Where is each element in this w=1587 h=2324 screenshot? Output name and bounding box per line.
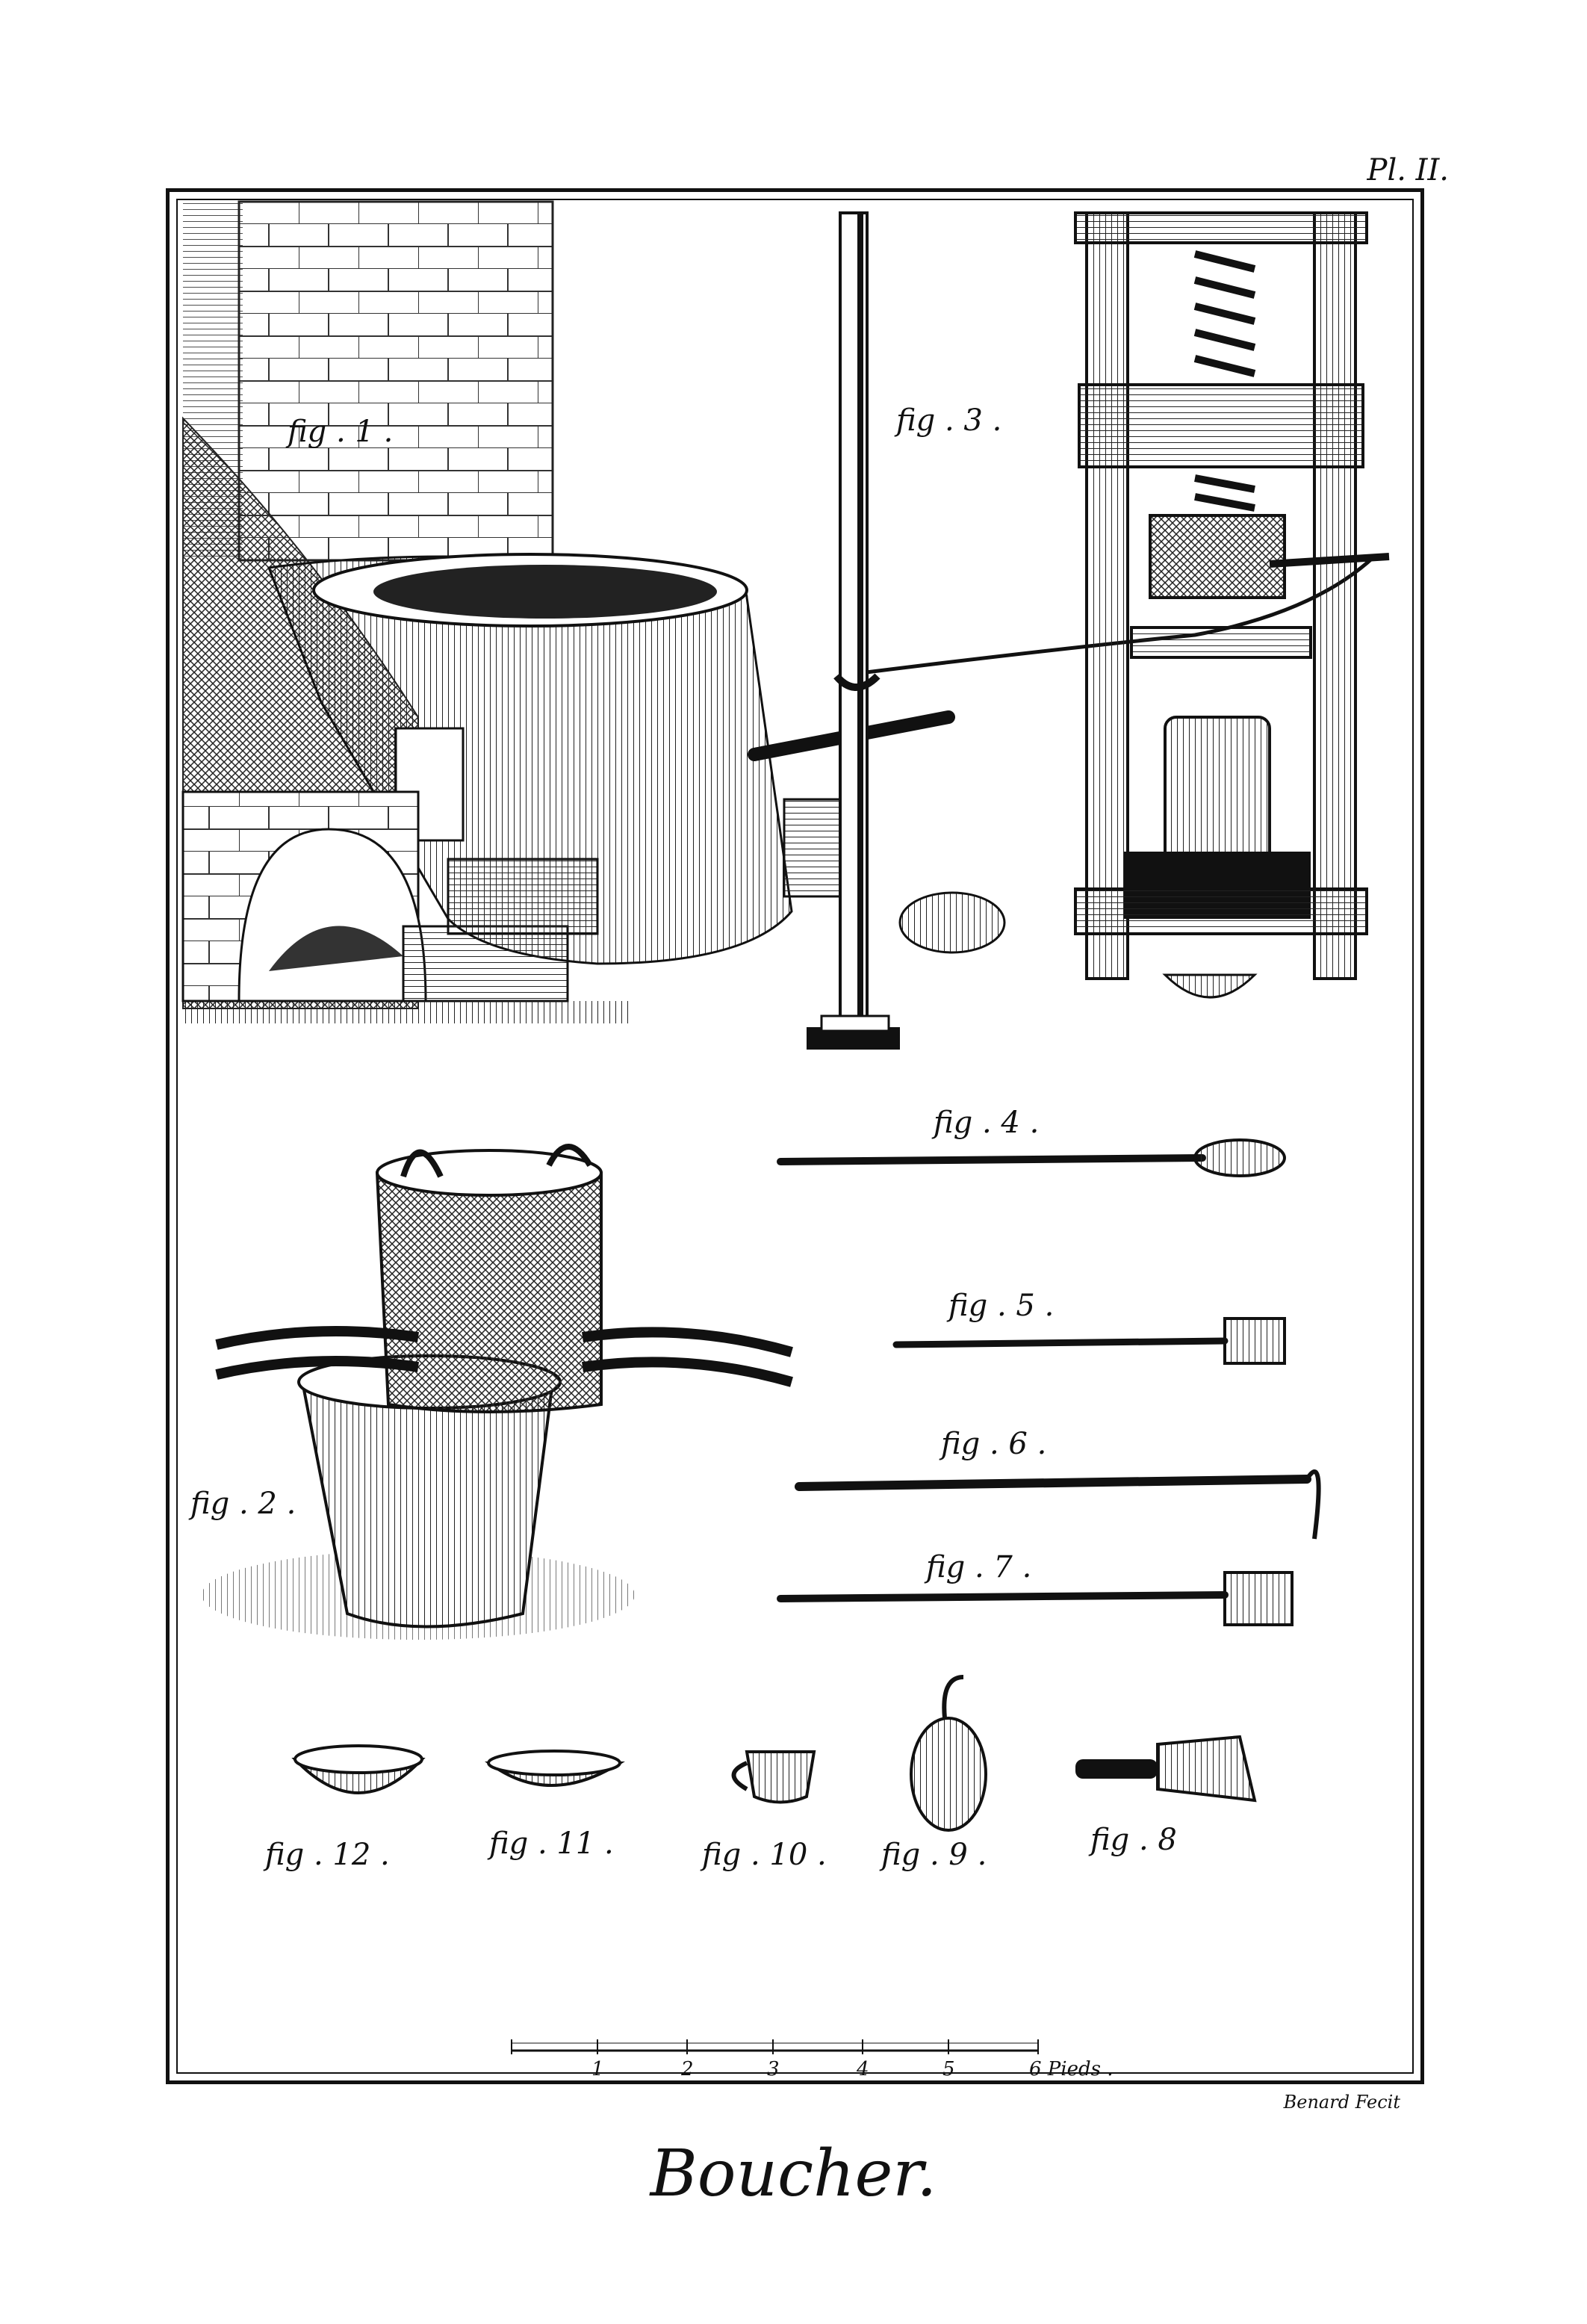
hook-tool <box>795 1469 1321 1540</box>
scale-tick-1: 1 <box>591 2058 604 2080</box>
scale-bar <box>511 2039 1039 2054</box>
round-box <box>898 891 1006 954</box>
cup-tool <box>731 1750 816 1804</box>
fig11-label: fig . 11 . <box>489 1826 614 1861</box>
small-shovel-tool <box>892 1317 1286 1365</box>
inner-border <box>176 199 1414 2074</box>
engraver-credit: Benard Fecit <box>1283 2092 1400 2113</box>
fig2-label: fig . 2 . <box>190 1487 296 1521</box>
scale-tick-4: 4 <box>857 2058 869 2080</box>
fig9-label: fig . 9 . <box>881 1838 987 1872</box>
fig10-label: fig . 10 . <box>702 1838 827 1872</box>
press-illustration <box>1074 211 1390 980</box>
fig3-label: fig . 3 . <box>896 403 1002 438</box>
small-bowl <box>1162 973 1258 999</box>
fig1-label: fig . 1 . <box>288 415 394 449</box>
deep-bowl <box>291 1744 426 1794</box>
cleaver-tool <box>1075 1735 1257 1803</box>
scale-tick-3: 3 <box>767 2058 780 2080</box>
scoop-tool <box>910 1675 987 1832</box>
plate-number: Pl. II. <box>1367 153 1449 188</box>
fig6-label: fig . 6 . <box>941 1427 1047 1461</box>
scale-tick-6: 6 Pieds . <box>1029 2058 1114 2080</box>
furnace-illustration <box>181 200 955 1023</box>
scale-tick-2: 2 <box>681 2058 694 2080</box>
pole-illustration <box>807 211 1376 1050</box>
fig7-label: fig . 7 . <box>926 1550 1032 1584</box>
flat-shovel-tool <box>777 1571 1293 1626</box>
shallow-bowl <box>484 1750 625 1787</box>
ladle-tool <box>777 1138 1286 1177</box>
outer-border <box>166 188 1424 2084</box>
plate-title: Boucher. <box>650 2136 937 2211</box>
scale-tick-5: 5 <box>942 2058 955 2080</box>
fig4-label: fig . 4 . <box>934 1106 1040 1140</box>
fig5-label: fig . 5 . <box>948 1289 1055 1323</box>
fig8-label: fig . 8 <box>1090 1823 1177 1857</box>
fig12-label: fig . 12 . <box>265 1838 390 1872</box>
basket-tub-illustration <box>202 1144 793 1640</box>
